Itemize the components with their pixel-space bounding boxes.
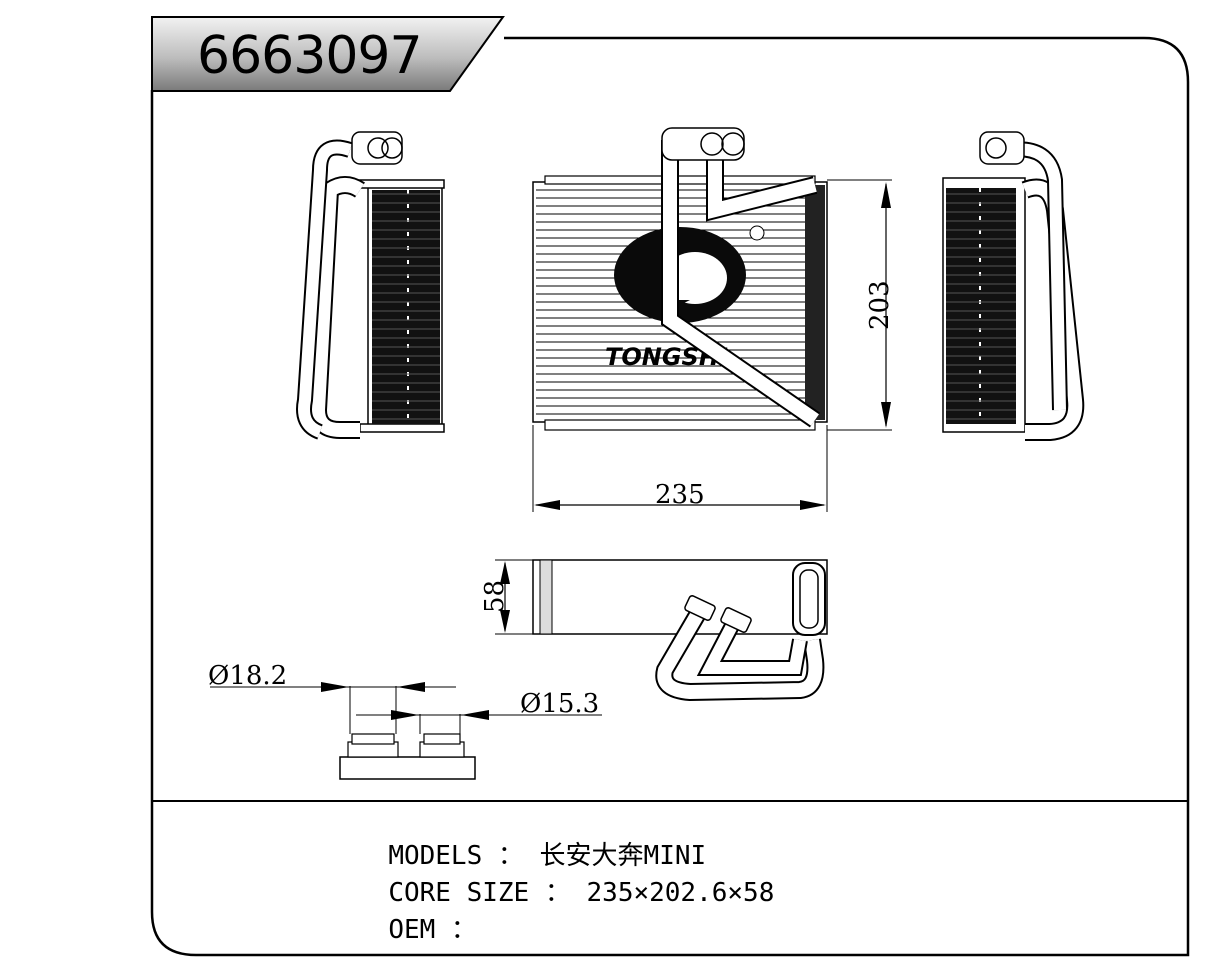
part-number-tab — [151, 16, 505, 92]
fitting-detail: Ø18.2 Ø15.3 — [208, 661, 602, 780]
outlet-diameter-label: Ø18.2 — [208, 661, 287, 691]
width-dimension: 235 — [532, 425, 828, 512]
outer-border — [150, 36, 1190, 957]
width-label: 235 — [655, 480, 705, 510]
core-size-row: CORE SIZE ： 235×202.6×58 — [357, 839, 774, 911]
height-label: 203 — [865, 280, 895, 330]
core-size-value: 235×202.6×58 — [586, 878, 775, 908]
models-label: MODELS ： — [388, 841, 524, 871]
front-view: TONGSHI — [532, 127, 828, 431]
depth-dimension: 58 — [480, 559, 533, 635]
models-value: 长安大奔MINI — [539, 841, 707, 871]
height-dimension: 203 — [827, 179, 895, 431]
right-side-view — [942, 131, 1085, 441]
front-tube-rows — [536, 189, 805, 415]
depth-label: 58 — [480, 580, 510, 613]
models-row: MODELS ： 长安大奔MINI — [357, 802, 706, 874]
left-fin-stack — [372, 190, 440, 424]
core-size-label: CORE SIZE ： — [388, 878, 571, 908]
oem-row: OEM ： — [357, 876, 493, 948]
part-number: 6663097 — [197, 26, 423, 86]
inlet-diameter-label: Ø15.3 — [520, 689, 599, 719]
left-side-view — [296, 131, 445, 440]
oem-label: OEM ： — [388, 915, 477, 945]
top-view — [532, 559, 828, 702]
